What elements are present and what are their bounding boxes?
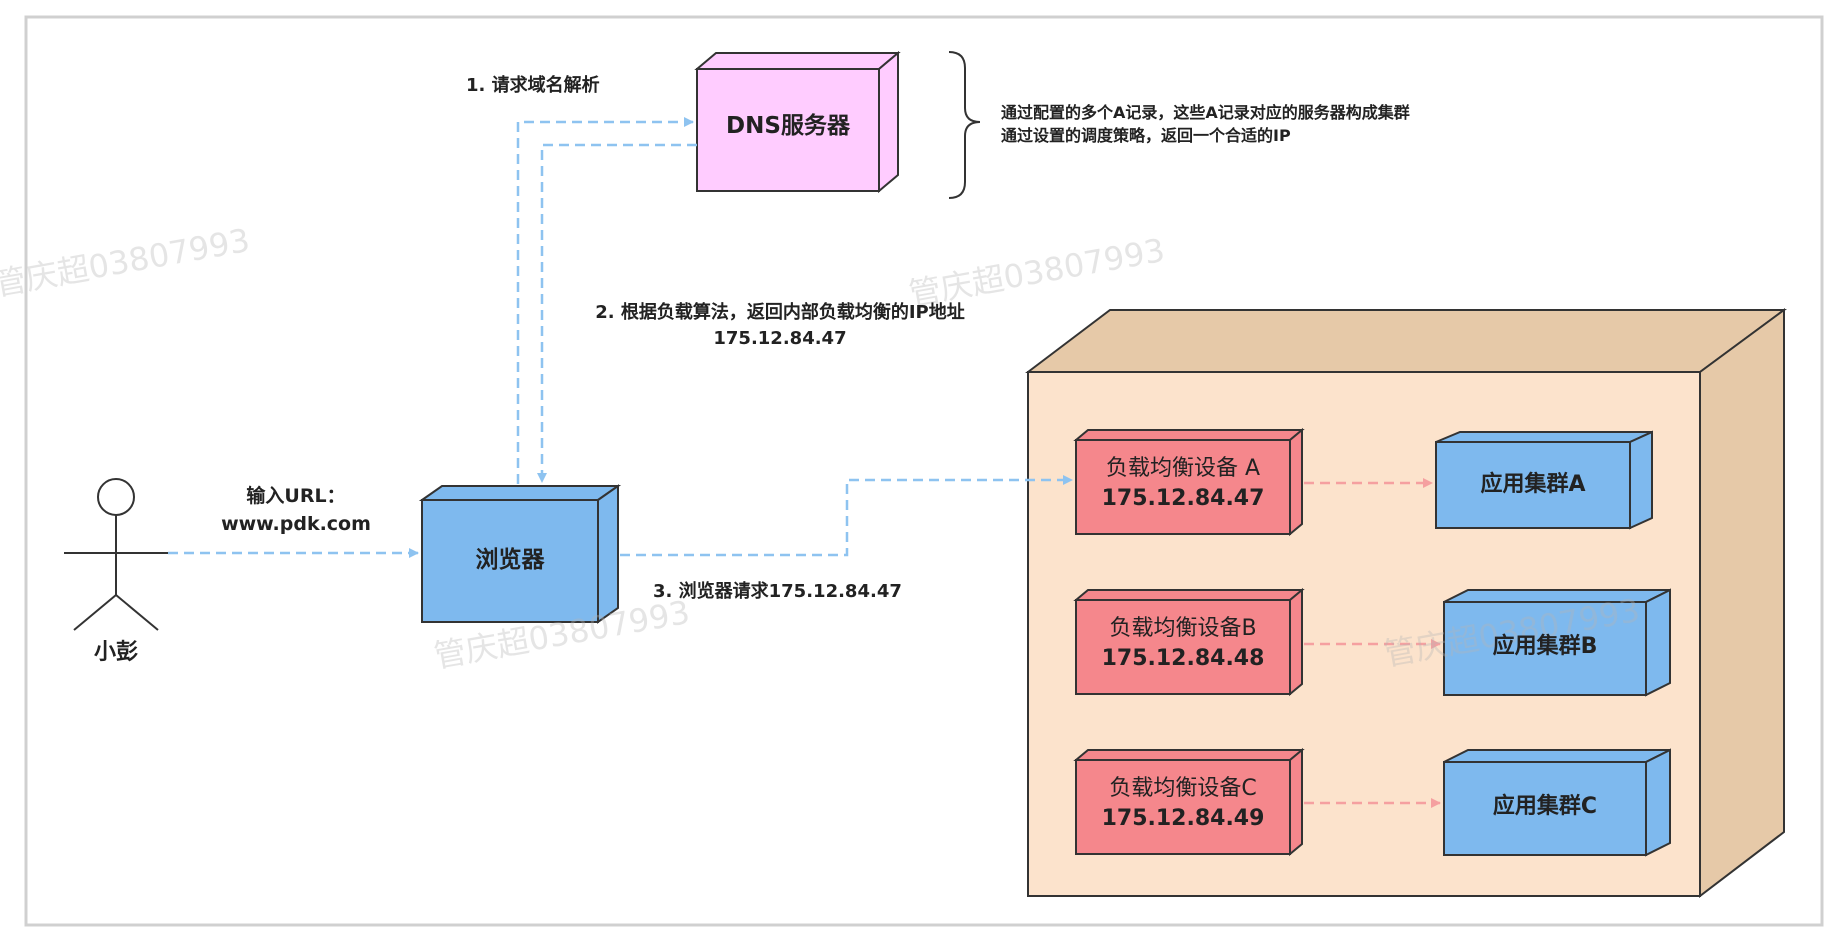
user-label: 小彭 bbox=[93, 640, 138, 665]
dns-server-label: DNS服务器 bbox=[726, 113, 850, 139]
app-cluster-b-node bbox=[1443, 588, 1671, 697]
diagram-frame bbox=[24, 15, 1824, 927]
load-balancer-a-node bbox=[1073, 427, 1305, 537]
input-url-value: www.pdk.com bbox=[221, 513, 371, 535]
lb-c-ip: 175.12.84.49 bbox=[1101, 806, 1265, 831]
load-balancer-b-node bbox=[1073, 587, 1305, 697]
edge-browser-to-lb-a bbox=[620, 475, 1073, 557]
app-cluster-c-label: 应用集群C bbox=[1492, 794, 1598, 819]
load-balancer-c-node bbox=[1073, 747, 1305, 857]
step1-label: 1. 请求域名解析 bbox=[466, 75, 600, 96]
step3-label: 3. 浏览器请求175.12.84.47 bbox=[653, 581, 902, 602]
edge-browser-to-dns bbox=[516, 117, 694, 484]
step2-label-line1: 2. 根据负载算法，返回内部负载均衡的IP地址 bbox=[595, 302, 965, 323]
note-line2: 通过设置的调度策略，返回一个合适的IP bbox=[1001, 126, 1291, 145]
app-cluster-b-label: 应用集群B bbox=[1492, 634, 1598, 659]
app-cluster-c-node bbox=[1443, 748, 1671, 857]
input-url-label: 输入URL： bbox=[246, 485, 346, 507]
lb-a-name: 负载均衡设备 A bbox=[1105, 456, 1261, 481]
browser-label: 浏览器 bbox=[475, 547, 545, 573]
app-cluster-a-node bbox=[1435, 430, 1653, 530]
lb-a-ip: 175.12.84.47 bbox=[1101, 486, 1265, 511]
step2-label-line2: 175.12.84.47 bbox=[713, 328, 847, 349]
dns-server-node bbox=[694, 50, 901, 194]
browser-node bbox=[418, 484, 622, 624]
lb-b-ip: 175.12.84.48 bbox=[1101, 646, 1265, 671]
lb-b-name: 负载均衡设备B bbox=[1109, 616, 1257, 641]
app-cluster-a-label: 应用集群A bbox=[1480, 472, 1586, 497]
edge-dns-to-browser bbox=[537, 143, 697, 483]
annotation-brace bbox=[948, 51, 981, 199]
stick-figure-icon bbox=[64, 478, 168, 631]
lb-c-name: 负载均衡设备C bbox=[1109, 776, 1257, 801]
note-line1: 通过配置的多个A记录，这些A记录对应的服务器构成集群 bbox=[1001, 103, 1410, 122]
